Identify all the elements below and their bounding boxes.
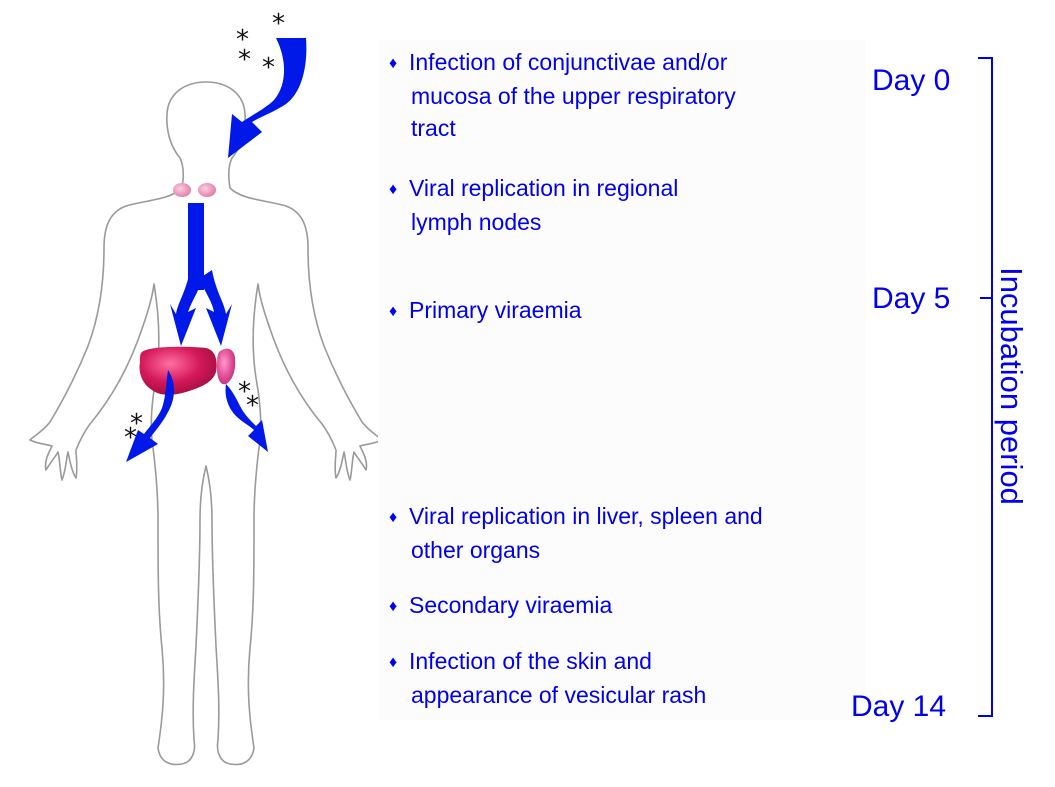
diamond-bullet-icon: ♦ [389,48,409,80]
day-label: Day 0 [872,64,950,98]
step-line: Infection of the skin and [409,648,652,674]
step-line: mucosa of the upper respiratory [389,80,736,112]
step-line: Secondary viraemia [409,592,612,618]
step-line: Infection of conjunctivae and/or [409,49,727,75]
step-liver-spleen-replication: ♦Viral replication in liver, spleen and … [389,500,763,566]
day-label: Day 5 [872,282,950,316]
day-label: Day 14 [851,690,946,724]
step-line: Viral replication in liver, spleen and [409,503,763,529]
step-line: Primary viraemia [409,297,582,323]
step-secondary-viraemia: ♦Secondary viraemia [389,589,612,623]
lymph-node-icon [173,183,191,197]
diamond-bullet-icon: ♦ [389,502,409,534]
spleen-icon [217,349,235,385]
step-skin-rash: ♦Infection of the skin and appearance of… [389,645,706,711]
virus-particle-icon: * [238,45,251,75]
step-line: tract [389,112,736,144]
body-figure: * * * * * * * * [0,0,380,787]
step-infection-mucosa: ♦Infection of conjunctivae and/or mucosa… [389,46,736,144]
step-line: lymph nodes [389,206,678,238]
diamond-bullet-icon: ♦ [389,591,409,623]
step-line: other organs [389,534,763,566]
step-regional-lymph-nodes: ♦Viral replication in regional lymph nod… [389,172,678,238]
diamond-bullet-icon: ♦ [389,296,409,328]
step-line: appearance of vesicular rash [389,679,706,711]
diamond-bullet-icon: ♦ [389,174,409,206]
virus-particle-icon: * [246,391,259,421]
timeline-line [978,58,992,716]
virus-particle-icon: * [124,423,137,453]
diamond-bullet-icon: ♦ [389,647,409,679]
incubation-period-label: Incubation period [991,176,1031,596]
blue-curved-arrow-icon [170,203,232,346]
virus-particle-icon: * [272,9,285,39]
liver-icon [140,347,217,395]
virus-particle-icon: * [262,53,275,83]
step-line: Viral replication in regional [409,175,678,201]
step-primary-viraemia: ♦Primary viraemia [389,294,582,328]
lymph-node-icon [198,183,216,197]
